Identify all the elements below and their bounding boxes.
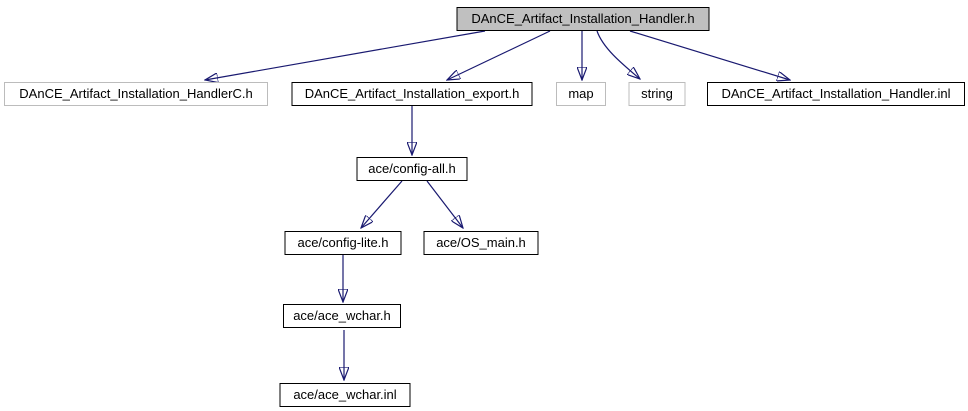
node-dance-artifact-installation-handler-h: DAnCE_Artifact_Installation_Handler.h [456, 7, 710, 31]
node-dance-artifact-installation-handlerc-h: DAnCE_Artifact_Installation_HandlerC.h [4, 82, 268, 106]
node-ace-os-main-h[interactable]: ace/OS_main.h [423, 231, 539, 255]
node-ace-ace-wchar-h[interactable]: ace/ace_wchar.h [283, 304, 401, 328]
edge-handler-to-string [596, 30, 640, 79]
node-ace-ace-wchar-inl[interactable]: ace/ace_wchar.inl [279, 383, 411, 407]
edge-configall-to-osmain [426, 180, 463, 228]
node-string: string [628, 82, 686, 106]
node-dance-artifact-installation-export-h[interactable]: DAnCE_Artifact_Installation_export.h [291, 82, 533, 106]
node-dance-artifact-installation-handler-inl[interactable]: DAnCE_Artifact_Installation_Handler.inl [707, 82, 965, 106]
edge-handler-to-handlerc [205, 30, 486, 80]
node-ace-config-lite-h[interactable]: ace/config-lite.h [284, 231, 402, 255]
edge-configall-to-configlite [361, 180, 403, 228]
node-map: map [556, 82, 606, 106]
edge-handler-to-handlerinl [629, 30, 790, 80]
node-ace-config-all-h[interactable]: ace/config-all.h [356, 157, 468, 181]
edge-handler-to-export [447, 30, 551, 80]
